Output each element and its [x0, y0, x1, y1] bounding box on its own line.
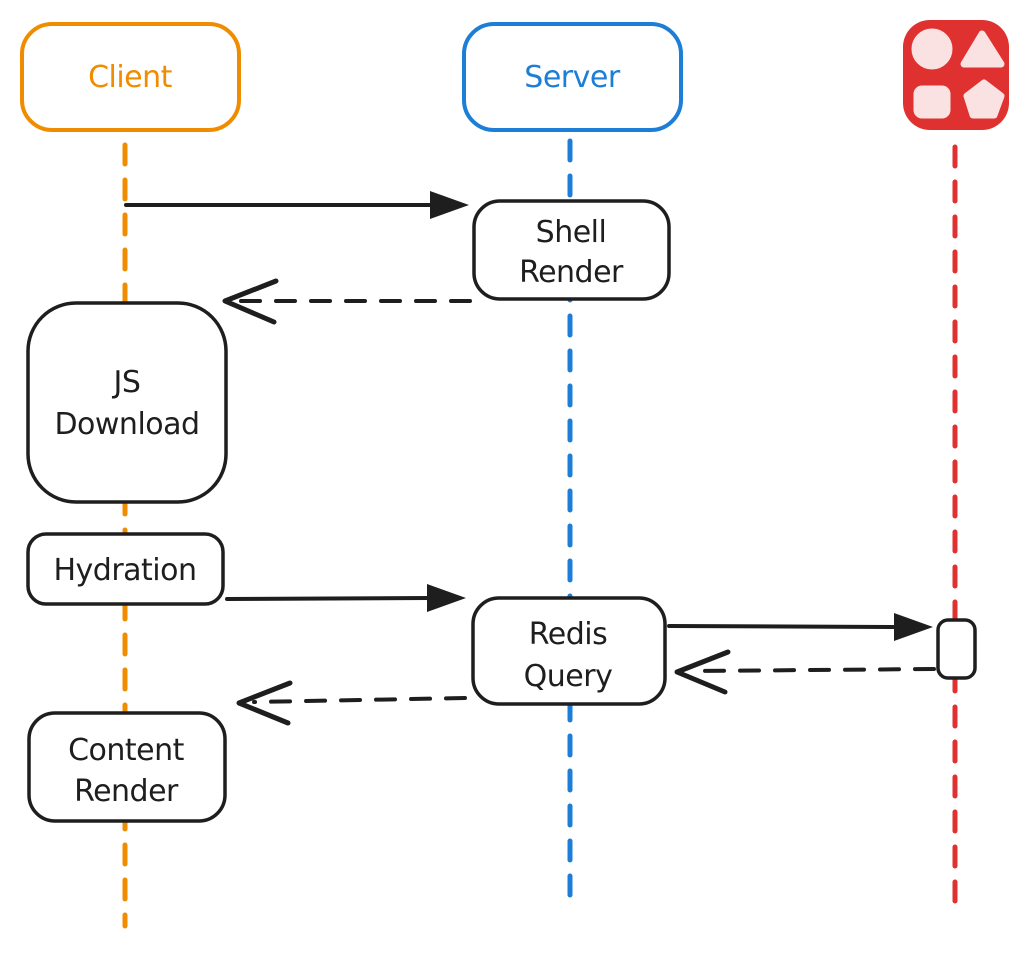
content-render-line1: Content [68, 733, 185, 768]
circle-glyph-icon [911, 28, 953, 70]
arrow-line [252, 696, 467, 704]
hydration-box [26, 532, 225, 606]
node-js-download: JS Download [26, 301, 228, 504]
arrow-redis-query-to-datastore [667, 613, 933, 641]
arrowhead-left-icon [222, 278, 279, 325]
node-content-render: Content Render [27, 711, 227, 823]
arrowhead-right-icon [427, 584, 466, 612]
client-box [20, 22, 241, 132]
arrow-line [690, 667, 936, 673]
shell-render-line2: Render [519, 255, 624, 290]
arrow-hydration-to-redis-query [225, 584, 466, 612]
client-label: Client [88, 60, 173, 95]
node-shell-render: Shell Render [472, 199, 671, 301]
datastore-activation-bar [936, 618, 977, 680]
shell-render-box [472, 199, 671, 301]
node-hydration: Hydration [26, 532, 225, 606]
arrow-datastore-to-redis-query [674, 649, 936, 695]
arrow-shell-render-to-client [222, 278, 472, 325]
server-label: Server [524, 60, 621, 95]
actor-server: Server [462, 22, 683, 132]
server-box [462, 22, 683, 132]
arrowhead-left-icon [674, 649, 731, 695]
actor-client: Client [20, 22, 241, 132]
js-download-line1: JS [112, 365, 141, 400]
node-redis-query: Redis Query [471, 596, 667, 706]
content-render-line2: Render [74, 774, 179, 809]
redis-query-line2: Query [524, 659, 613, 694]
hydration-label: Hydration [53, 553, 196, 588]
triangle-glyph-icon [960, 30, 1005, 68]
arrow-line [225, 596, 432, 601]
arrowhead-left-icon [236, 680, 293, 726]
js-download-line2: Download [54, 407, 199, 442]
arrow-redis-query-to-content-render [236, 680, 467, 726]
shell-render-line1: Shell [536, 215, 607, 250]
arrowhead-right-icon [430, 191, 469, 219]
js-download-box [26, 301, 228, 504]
arrowhead-right-icon [894, 613, 933, 641]
arrow-line [667, 624, 901, 629]
pentagon-glyph-icon [963, 79, 1005, 119]
redis-query-line1: Redis [529, 617, 607, 652]
shapes-icon [903, 20, 1009, 130]
arrow-client-to-shell-render [124, 191, 469, 219]
content-render-box [27, 711, 227, 823]
square-glyph-icon [913, 85, 951, 119]
redis-query-box [471, 596, 667, 706]
